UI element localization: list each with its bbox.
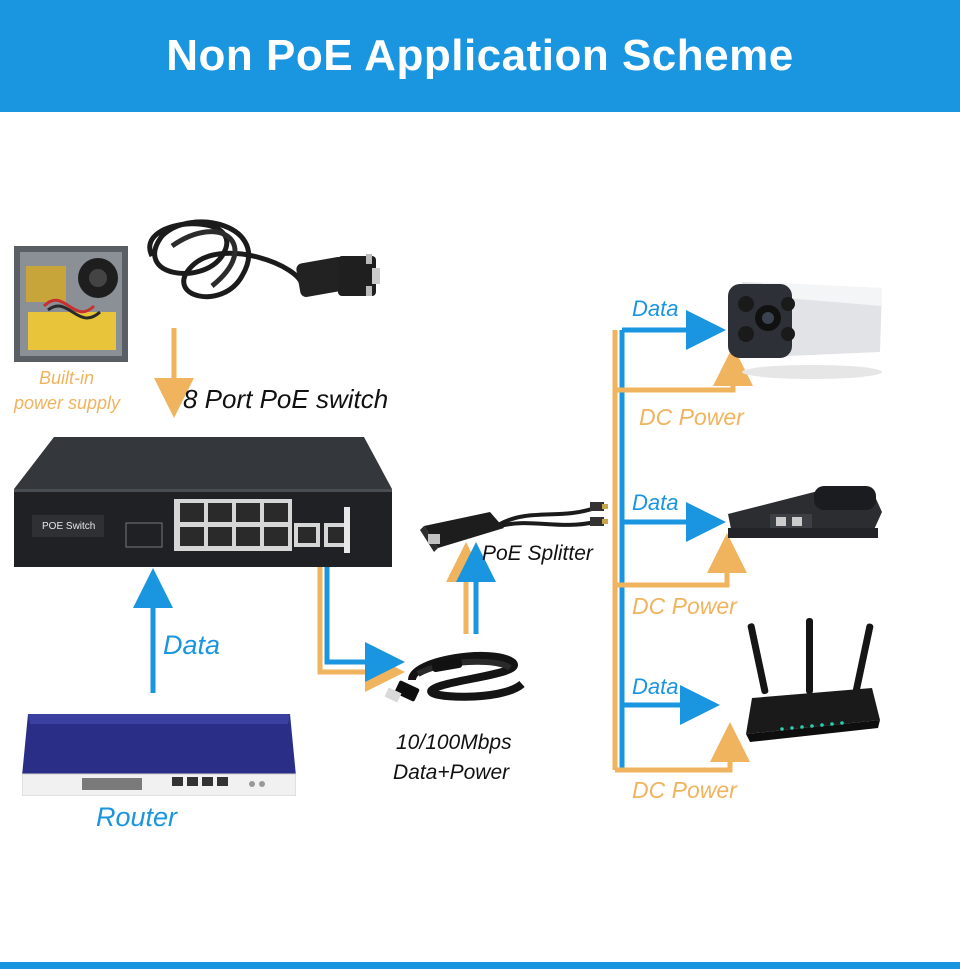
switch-body [14,437,392,567]
router-label: Router [96,802,178,832]
poe-switch-icon: POE Switch [14,437,392,567]
switch-title-label: 8 Port PoE switch [183,384,389,414]
switch-cable-power-line [317,566,405,692]
camera-data-label: Data [632,296,679,321]
camera-power-label: DC Power [639,404,744,430]
header-banner: Non PoE Application Scheme [0,0,960,112]
phone-data-label: Data [632,490,679,515]
cable-speed-label: 10/100Mbps [396,731,512,754]
wifi-power-label: DC Power [632,777,737,803]
router-icon [22,714,296,796]
ethernet-cable-icon [384,652,525,703]
page-title: Non PoE Application Scheme [166,31,794,80]
switch-panel-text: POE Switch [42,521,96,532]
wifi-data-label: Data [632,674,679,699]
builtin-power-label-line2: power supply [14,393,121,413]
builtin-power-label-line1: Built-in [39,368,95,388]
camera-power-arrow [615,346,753,393]
cable-type-label: Data+Power [393,761,510,784]
wifi-router-icon [746,618,880,742]
router-data-label: Data [163,630,221,660]
phone-power-label: DC Power [632,593,737,619]
power-cord-icon [147,219,380,300]
ip-camera-icon [728,282,882,379]
splitter-label: PoE Splitter [482,542,593,565]
power-supply-board-icon [14,246,128,362]
footer-bar [0,962,960,969]
switch-cable-data-line [324,566,405,682]
poe-splitter-icon [420,502,608,552]
ip-phone-icon [728,486,882,538]
wifi-power-arrow [615,722,750,773]
phone-power-arrow [615,533,747,588]
